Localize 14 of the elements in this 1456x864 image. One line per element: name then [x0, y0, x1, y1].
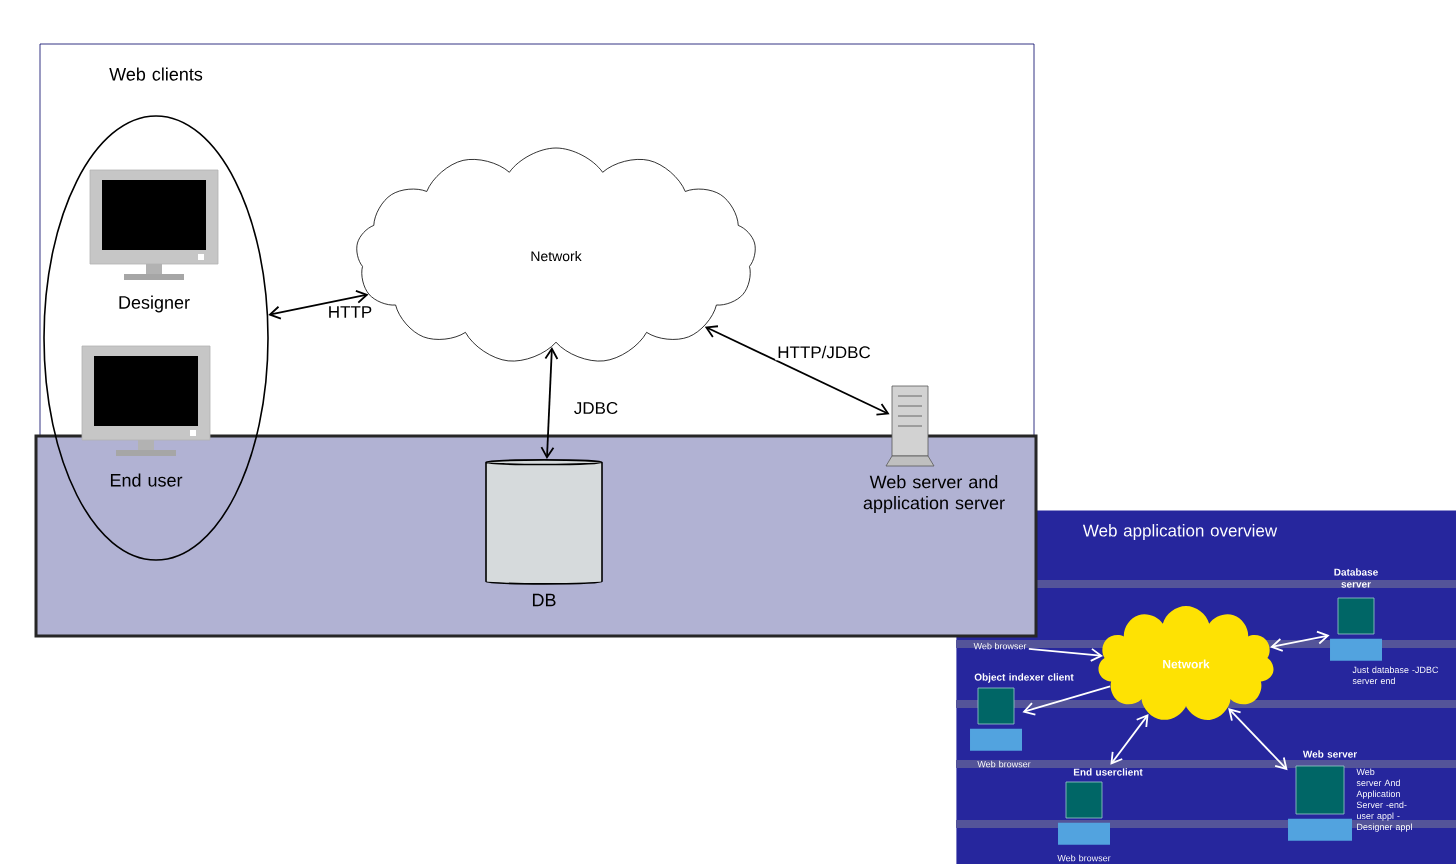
arrow	[1110, 714, 1149, 765]
node-label: Designer	[119, 295, 190, 313]
arrow	[1022, 685, 1111, 716]
node-label: Web server and application server	[863, 475, 1005, 513]
arrow	[704, 325, 890, 416]
node-label: DB	[533, 593, 556, 607]
arrow	[1228, 708, 1288, 771]
arrow	[540, 346, 559, 460]
arrow	[1027, 647, 1104, 662]
arrow	[268, 290, 369, 320]
group-heading: Web clients	[109, 67, 203, 81]
node-label: End user	[110, 473, 183, 487]
arrow	[1270, 630, 1330, 652]
panel-title: Web application overview	[1082, 524, 1278, 540]
